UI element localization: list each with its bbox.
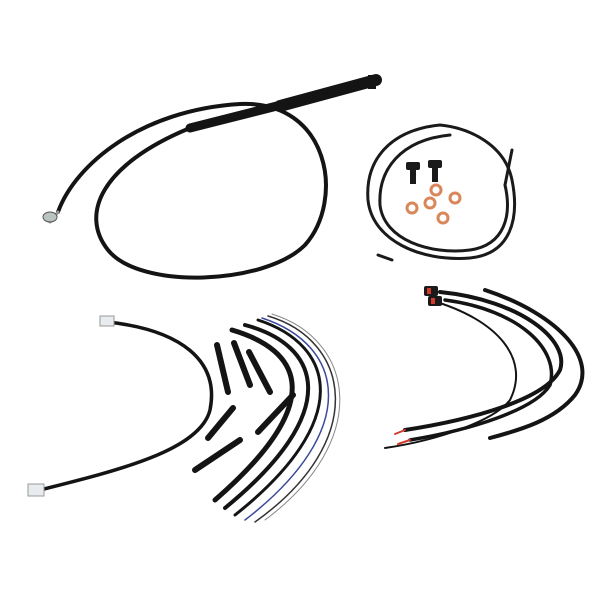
right-connectors bbox=[424, 286, 442, 306]
clutch-cable bbox=[48, 74, 382, 280]
wire-bundle-middle bbox=[212, 313, 341, 523]
wiring-harness-right bbox=[384, 288, 585, 449]
cable-end-fitting bbox=[42, 211, 58, 223]
connector-bottom bbox=[27, 483, 45, 497]
copper-washers bbox=[405, 183, 462, 225]
connector-top bbox=[99, 315, 115, 327]
brake-line bbox=[366, 123, 517, 262]
wiring-harness-left bbox=[38, 320, 214, 492]
bolts bbox=[406, 160, 442, 184]
heat-shrink-tubes bbox=[192, 340, 296, 473]
